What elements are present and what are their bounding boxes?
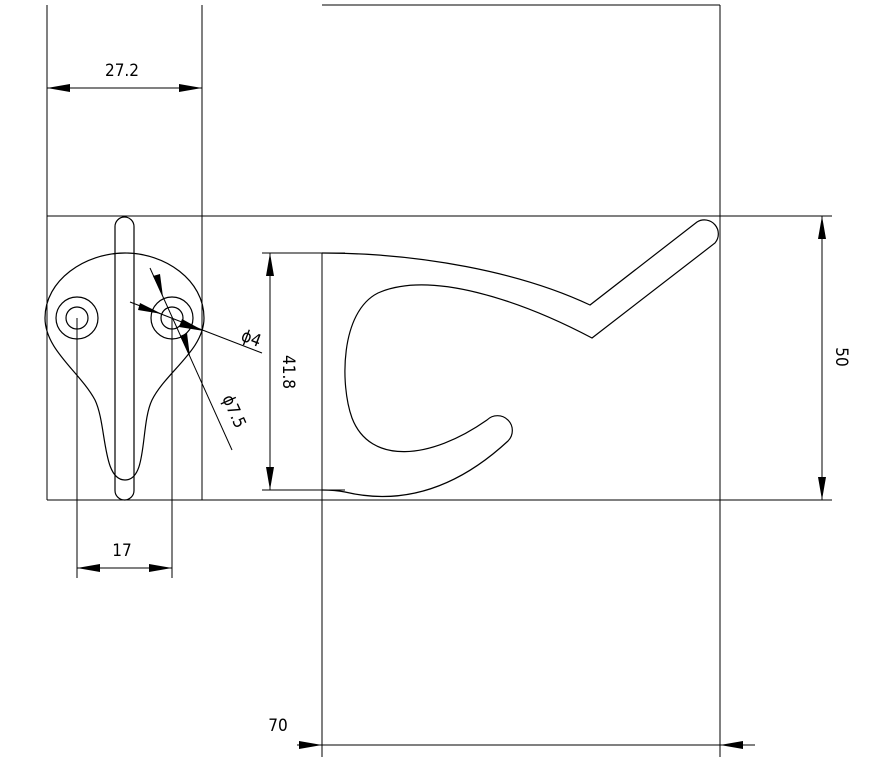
hook-profile xyxy=(321,219,719,498)
dim-hole-inner-diameter: ϕ4 xyxy=(129,301,264,354)
hole-left-outer xyxy=(55,296,99,340)
dim-label-50: 50 xyxy=(831,347,851,366)
backplate-view xyxy=(44,216,205,501)
dim-label-17: 17 xyxy=(112,541,131,561)
dim-hole-spacing: 17 xyxy=(77,541,172,572)
dim-overall-height: 50 xyxy=(818,216,851,500)
dim-label-27-2: 27.2 xyxy=(105,61,139,81)
dim-backplate-width: 27.2 xyxy=(47,61,202,92)
backplate-outline xyxy=(44,252,205,481)
dim-label-phi7-5: ϕ7.5 xyxy=(217,392,249,432)
hook-slot xyxy=(114,216,135,501)
dim-label-41-8: 41.8 xyxy=(278,355,298,389)
dim-hook-height: 41.8 xyxy=(266,253,298,490)
dim-hook-length: 70 xyxy=(268,716,755,749)
hole-left-inner xyxy=(65,306,89,330)
hole-right-inner xyxy=(160,306,184,330)
hole-right-outer xyxy=(150,296,194,340)
dim-label-70: 70 xyxy=(268,716,287,736)
dim-label-phi4: ϕ4 xyxy=(238,326,264,352)
